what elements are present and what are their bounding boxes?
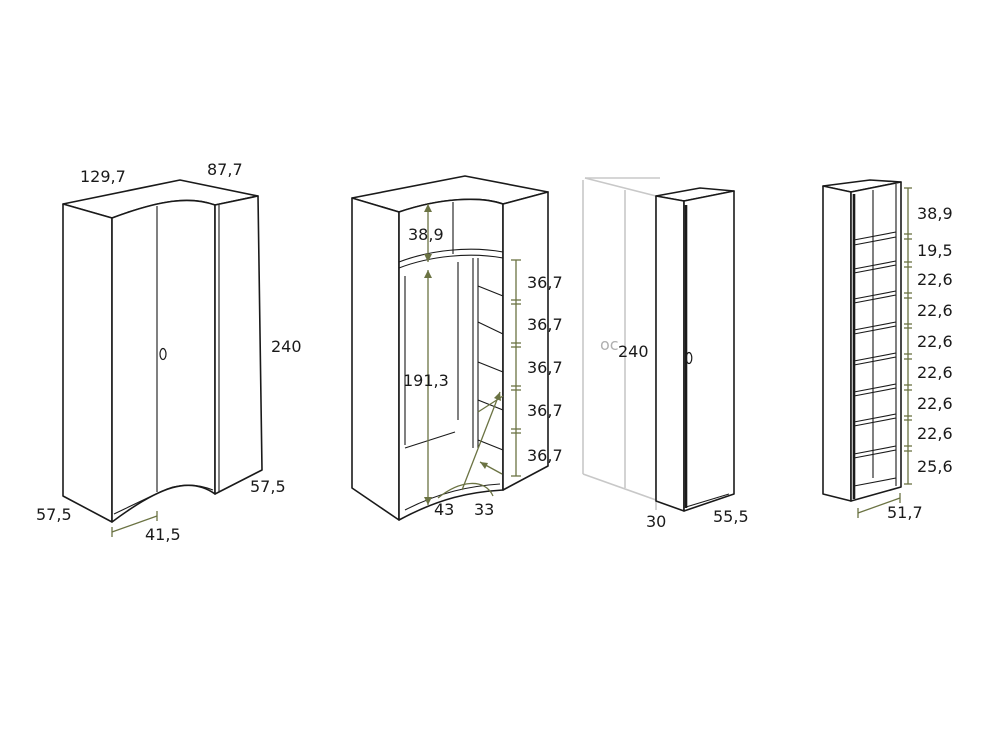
shelf-gap-label-5: 36,7 [527,446,563,465]
wardrobe-base-line [113,491,161,515]
end-cabinet-figure: oc 240 30 55,5 [582,177,749,531]
front-curve-label: 41,5 [145,525,181,544]
shelf-gap-3: 22,6 [917,270,953,289]
shelf-gap-label-3: 36,7 [527,358,563,377]
end-cabinet-width-label: 55,5 [713,507,749,526]
shelf-gap-4: 22,6 [917,301,953,320]
shelf-unit-dims [904,187,912,485]
door-handle-icon [159,347,167,361]
corner-left-dim-line [461,391,501,491]
interior-shelves [477,285,504,451]
interior-opening [398,198,504,521]
shelf-gap-1: 38,9 [917,204,953,223]
shelf-gap-6: 22,6 [917,363,953,382]
shelf-unit-front-frame [850,181,902,502]
front-curve-dim-line [111,515,158,533]
cabinet-handle-icon [685,351,693,365]
end-cabinet-side [655,195,685,512]
shelf-unit-side [822,185,852,502]
height-label: 240 [271,337,302,356]
end-cabinet-height-label: 240 [618,342,649,361]
depth-right-label: 57,5 [250,477,286,496]
shelf-gap-label-1: 36,7 [527,273,563,292]
width-right-label: 87,7 [207,160,243,179]
wardrobe-front [111,199,216,523]
end-cabinet-depth-label: 30 [646,512,666,531]
interior-left-side [351,197,400,521]
shelf-unit-figure: 38,9 19,5 22,6 22,6 22,6 22,6 22,6 22,6 … [822,179,953,522]
shelf-gap-8: 22,6 [917,424,953,443]
corner-right-label: 33 [474,500,494,519]
shelf-gap-9: 25,6 [917,457,953,476]
shelf-gap-label-2: 36,7 [527,315,563,334]
ghost-handle-label: oc [600,335,619,354]
shelf-gap-5: 22,6 [917,332,953,351]
depth-left-label: 57,5 [36,505,72,524]
open-shelves [853,231,897,487]
corner-wardrobe-figure: 129,7 87,7 240 57,5 57,5 41,5 [36,160,302,544]
corner-interior-figure: 38,9 191,3 36,7 36,7 36,7 36,7 36,7 43 3… [351,175,563,521]
corner-left-label: 43 [434,500,454,519]
shelf-gap-label-4: 36,7 [527,401,563,420]
interior-top-shelf [398,248,504,263]
wardrobe-left-side [62,203,113,523]
interior-right-side [502,191,549,491]
wardrobe-right-side [214,195,263,495]
shelf-gap-2: 19,5 [917,241,953,260]
width-left-label: 129,7 [80,167,126,186]
end-cabinet-front [683,190,735,512]
top-shelf-label: 38,9 [408,225,444,244]
shelf-gap-dims [511,259,521,477]
shelf-gap-7: 22,6 [917,394,953,413]
shelf-unit-width-dim-line [857,497,901,514]
shelf-unit-width-label: 51,7 [887,503,923,522]
wardrobe-base-curve [159,484,214,493]
hanging-height-label: 191,3 [403,371,449,390]
